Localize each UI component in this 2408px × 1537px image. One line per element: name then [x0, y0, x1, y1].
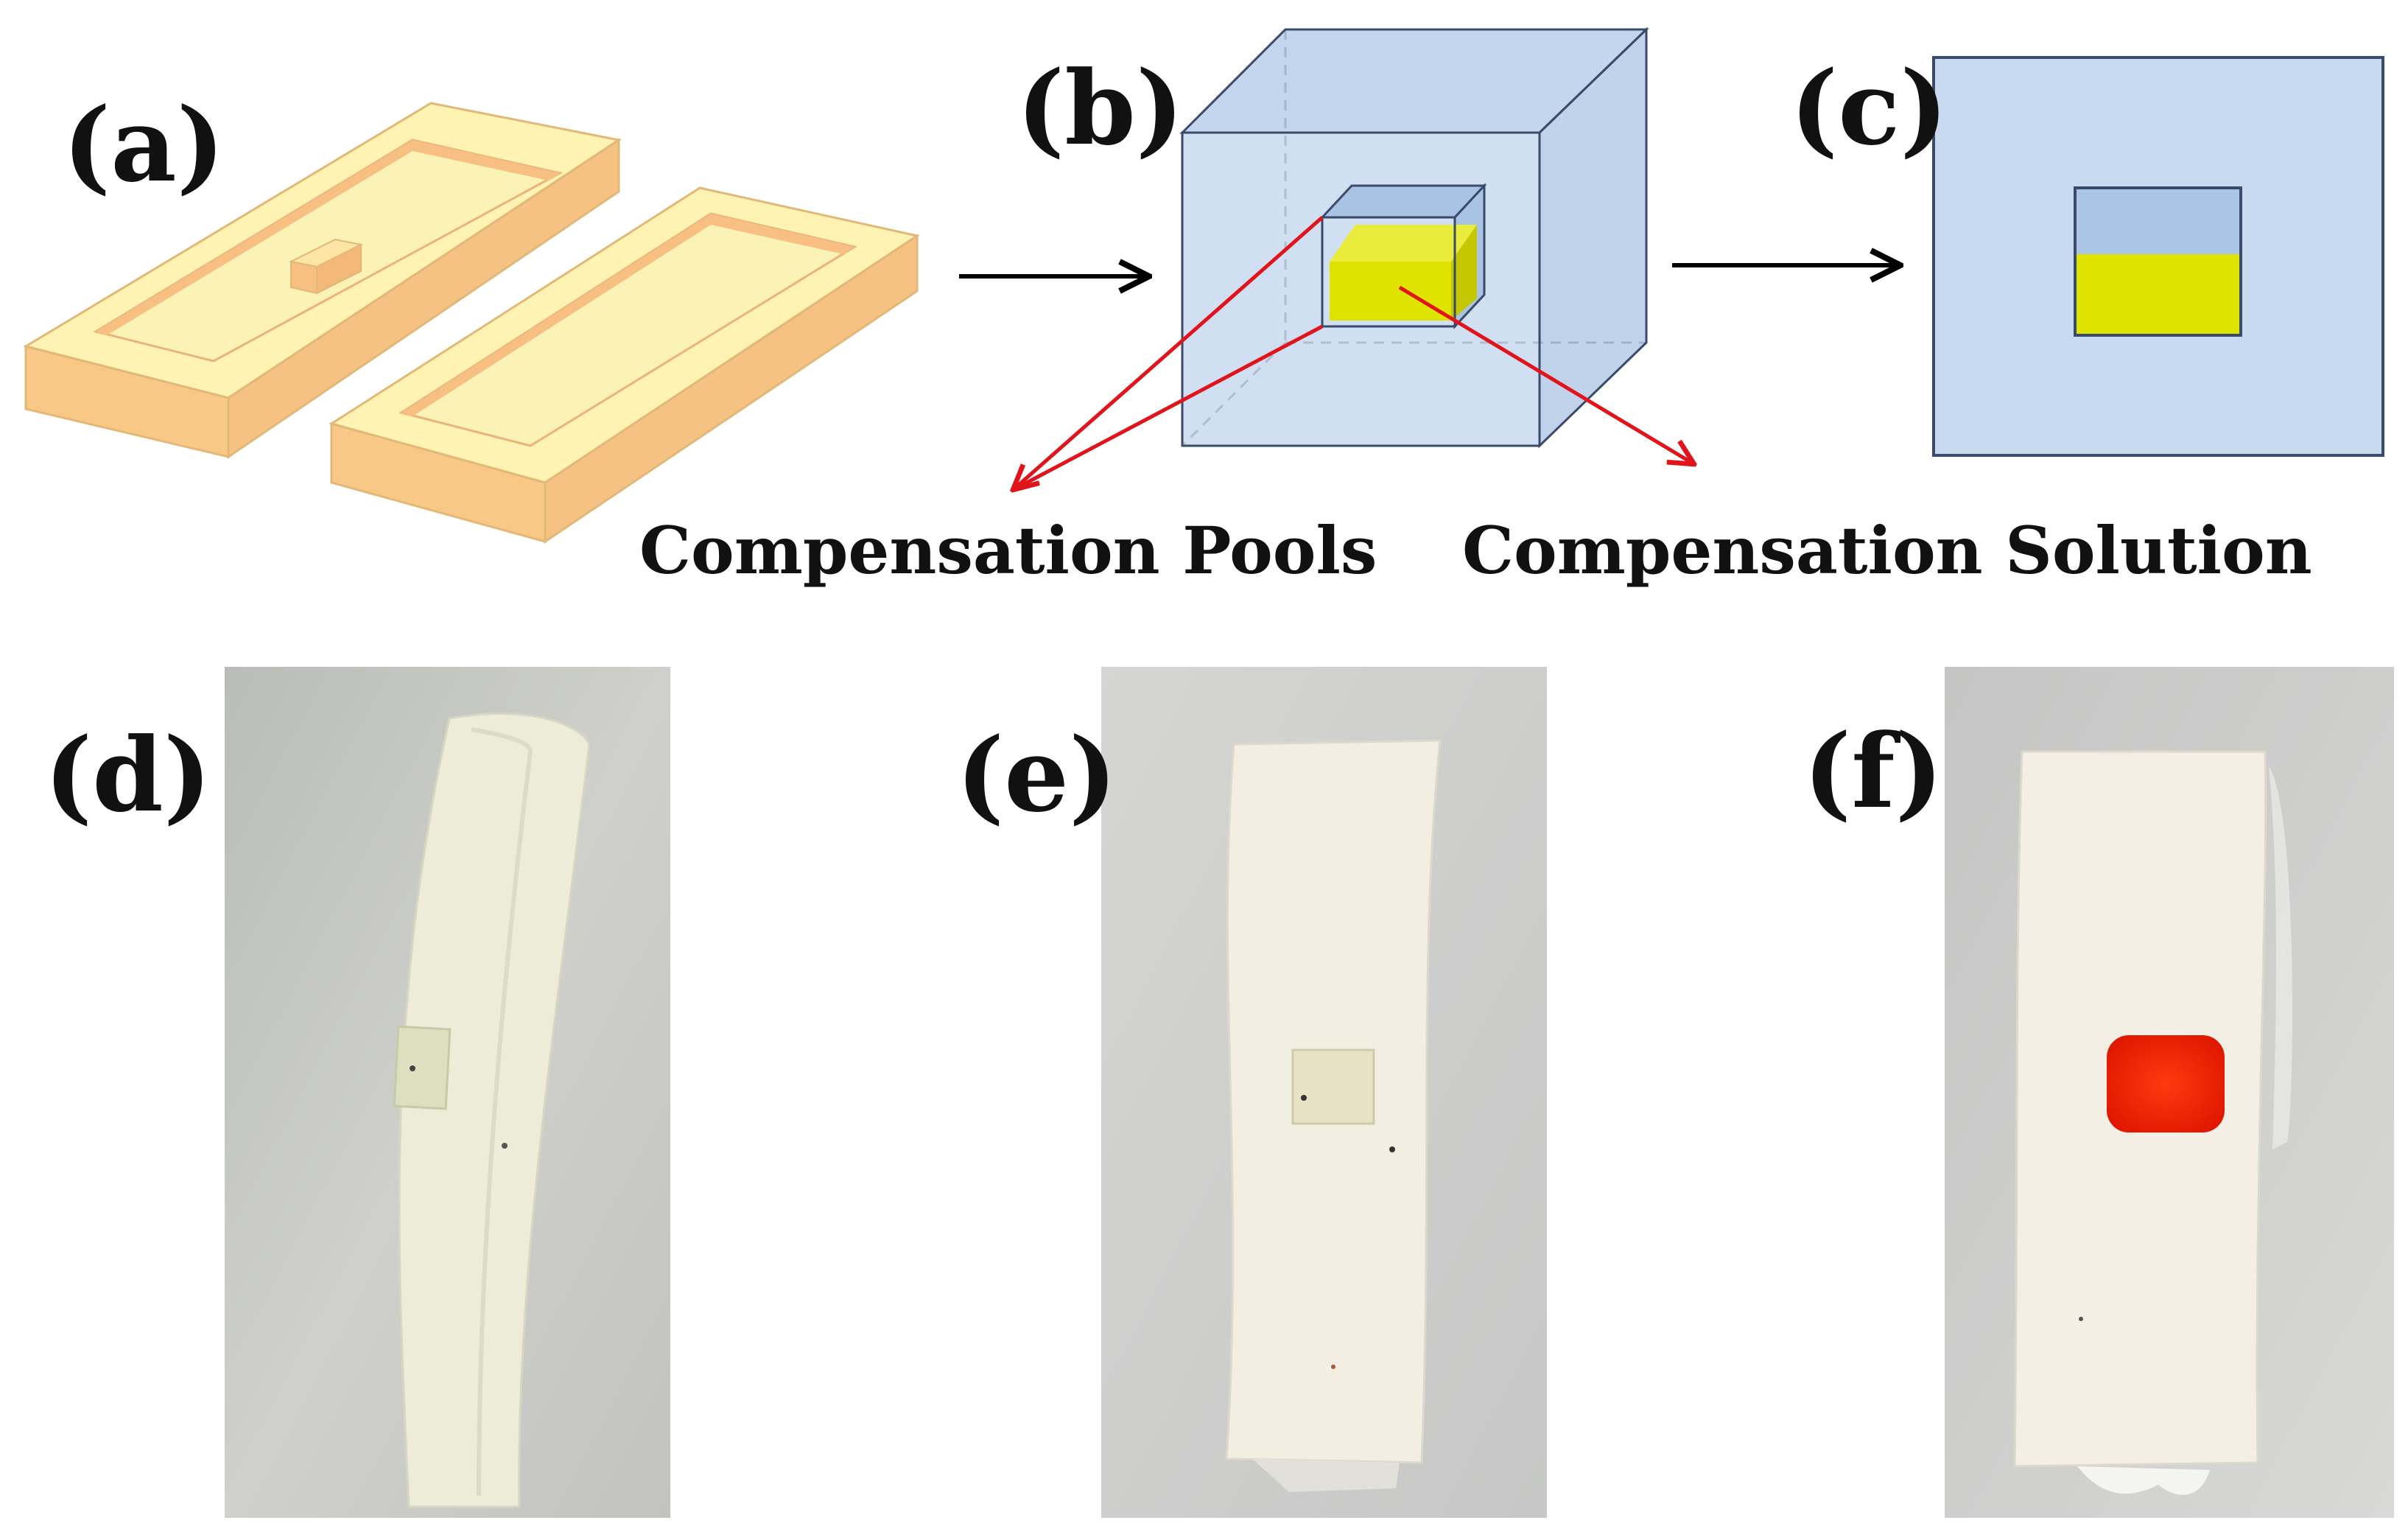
- panel-label-a: (a): [63, 85, 225, 205]
- panel-label-c: (c): [1790, 48, 1948, 168]
- panel-f-photo: [1945, 667, 2394, 1518]
- panel-e-photo: [1101, 667, 1547, 1518]
- panel-d-photo: [225, 667, 670, 1518]
- panel-label-f: (f): [1803, 711, 1943, 831]
- panel-a-molds: [23, 102, 920, 544]
- panel-label-b: (b): [1017, 48, 1184, 168]
- label-compensation-solution: Compensation Solution: [1462, 512, 2312, 589]
- red-dye-square: [2107, 1035, 2225, 1132]
- panel-label-e: (e): [956, 715, 1117, 835]
- mold-right: [329, 186, 920, 544]
- label-compensation-pools: Compensation Pools: [639, 512, 1377, 589]
- mold-left: [23, 102, 622, 459]
- panel-c-front-view: [1932, 56, 2384, 457]
- panel-label-d: (d): [44, 715, 211, 835]
- panel-b-cube: [1013, 27, 1694, 490]
